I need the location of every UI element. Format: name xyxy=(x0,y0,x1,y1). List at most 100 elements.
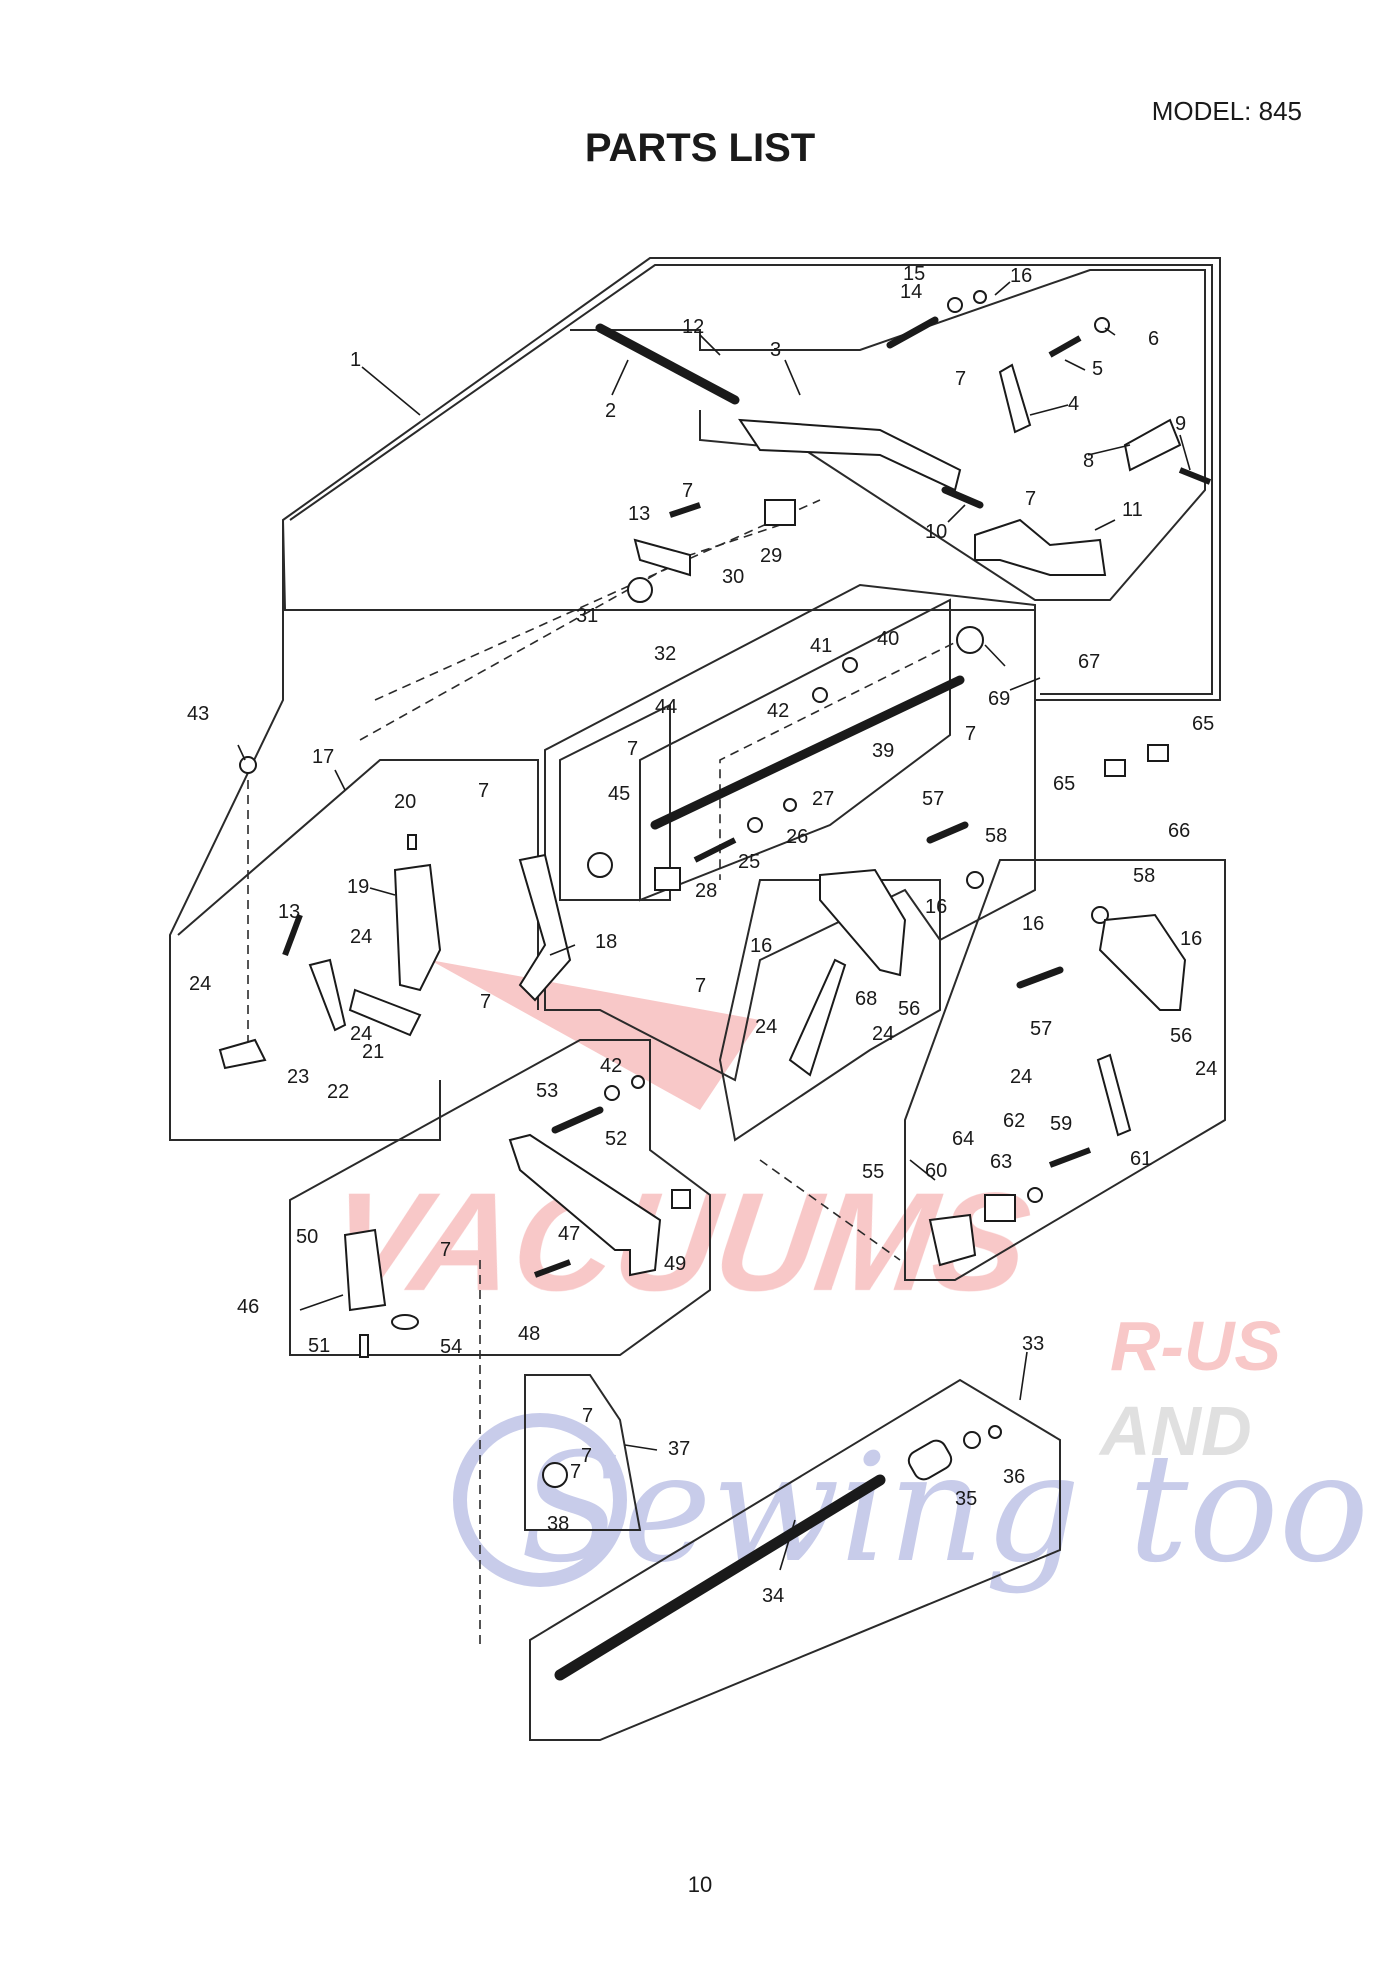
leader-1 xyxy=(361,366,421,416)
callout-17: 17 xyxy=(312,746,334,768)
part-9-screw xyxy=(1178,467,1212,485)
group-67-outline xyxy=(544,583,1036,1082)
callout-44: 44 xyxy=(655,696,677,718)
group-outlines xyxy=(169,257,1226,1741)
callout-49: 49 xyxy=(664,1253,686,1275)
part-43-screw xyxy=(239,756,257,774)
callout-13b: 13 xyxy=(278,901,300,923)
callout-56b: 56 xyxy=(1170,1025,1192,1047)
part-42b-ring xyxy=(631,1075,645,1089)
callout-16e: 16 xyxy=(1180,928,1202,950)
callout-50: 50 xyxy=(296,1226,318,1248)
group-33-outline xyxy=(529,1378,1061,1741)
part-28-block xyxy=(654,867,681,891)
watermark-swirl xyxy=(453,1413,627,1587)
callout-60: 60 xyxy=(925,1160,947,1182)
leader-33 xyxy=(1019,1351,1028,1401)
part-54-washer xyxy=(391,1314,419,1330)
callout-10: 10 xyxy=(925,521,947,543)
callout-24a: 24 xyxy=(189,973,211,995)
part-34-shaft xyxy=(554,1474,886,1681)
part-58a-washer xyxy=(966,871,984,889)
callout-16d: 16 xyxy=(1022,913,1044,935)
callout-41: 41 xyxy=(810,635,832,657)
callout-4: 4 xyxy=(1068,393,1079,415)
callout-6: 6 xyxy=(1148,328,1159,350)
callout-54: 54 xyxy=(440,1336,462,1358)
callout-52: 52 xyxy=(605,1128,627,1150)
callout-24b: 24 xyxy=(350,926,372,948)
group-56a-outline xyxy=(718,879,941,1142)
part-19-bracket xyxy=(393,863,442,992)
leader-16a xyxy=(994,281,1011,296)
callout-63: 63 xyxy=(990,1151,1012,1173)
part-56a-plate xyxy=(819,868,907,977)
callout-7d: 7 xyxy=(965,723,976,745)
part-57b-pin xyxy=(1016,966,1064,989)
callout-48: 48 xyxy=(518,1323,540,1345)
callout-37: 37 xyxy=(668,1438,690,1460)
callout-40: 40 xyxy=(877,628,899,650)
callout-45: 45 xyxy=(608,783,630,805)
callout-58b: 58 xyxy=(1133,865,1155,887)
leader-19 xyxy=(369,887,396,896)
leader-37 xyxy=(624,1444,658,1451)
model-number: MODEL: 845 xyxy=(1151,96,1302,126)
callout-65a: 65 xyxy=(1192,713,1214,735)
part-10-pin xyxy=(941,486,984,509)
leader-lines xyxy=(237,281,1191,1571)
callout-16a: 16 xyxy=(1010,265,1032,287)
callout-57b: 57 xyxy=(1030,1018,1052,1040)
group-37-outline xyxy=(524,1374,642,1531)
callout-28: 28 xyxy=(695,880,717,902)
part-35-bushing xyxy=(907,1439,953,1481)
leader-5 xyxy=(1064,359,1086,371)
callout-12: 12 xyxy=(682,316,704,338)
callout-7l: 7 xyxy=(570,1461,581,1483)
parts xyxy=(218,290,1212,1681)
part-12-rod xyxy=(595,323,740,405)
callout-5: 5 xyxy=(1092,358,1103,380)
part-3-lever xyxy=(738,418,962,492)
callout-69: 69 xyxy=(988,688,1010,710)
group-44-outline xyxy=(559,703,671,901)
callout-58a: 58 xyxy=(985,825,1007,847)
callout-21: 21 xyxy=(362,1041,384,1063)
part-22-crank xyxy=(308,958,347,1032)
part-21-link xyxy=(348,988,422,1037)
part-29-block xyxy=(764,499,796,526)
callout-30: 30 xyxy=(722,566,744,588)
callout-46: 46 xyxy=(237,1296,259,1318)
leader-8 xyxy=(1087,444,1131,456)
part-35-washer xyxy=(963,1431,981,1449)
leader-69 xyxy=(984,644,1006,667)
callout-7c: 7 xyxy=(1025,488,1036,510)
callout-16c: 16 xyxy=(750,935,772,957)
part-11-feedbar xyxy=(974,518,1107,576)
callout-53: 53 xyxy=(536,1080,558,1102)
callout-24f: 24 xyxy=(1195,1058,1217,1080)
callout-22: 22 xyxy=(327,1081,349,1103)
callout-15: 15 xyxy=(903,263,925,285)
callout-7f: 7 xyxy=(478,780,489,802)
group-46-outline xyxy=(289,1039,711,1356)
callout-24d: 24 xyxy=(872,1023,894,1045)
callout-25: 25 xyxy=(738,851,760,873)
dash-line-f xyxy=(719,629,981,880)
callout-18: 18 xyxy=(595,931,617,953)
callout-42b: 42 xyxy=(600,1055,622,1077)
callout-64: 64 xyxy=(952,1128,974,1150)
callout-7b: 7 xyxy=(682,480,693,502)
part-69-bushing xyxy=(956,626,984,654)
leader-11 xyxy=(1094,519,1116,531)
part-18-arc xyxy=(518,853,572,1002)
callout-9: 9 xyxy=(1175,413,1186,435)
part-68-link xyxy=(788,958,847,1077)
part-41b-washer xyxy=(812,687,828,703)
part-52-pin xyxy=(551,1106,604,1134)
callout-3: 3 xyxy=(770,339,781,361)
part-61-screw xyxy=(1048,1147,1092,1168)
group-39-outline xyxy=(639,598,951,902)
leader-17 xyxy=(334,769,346,791)
